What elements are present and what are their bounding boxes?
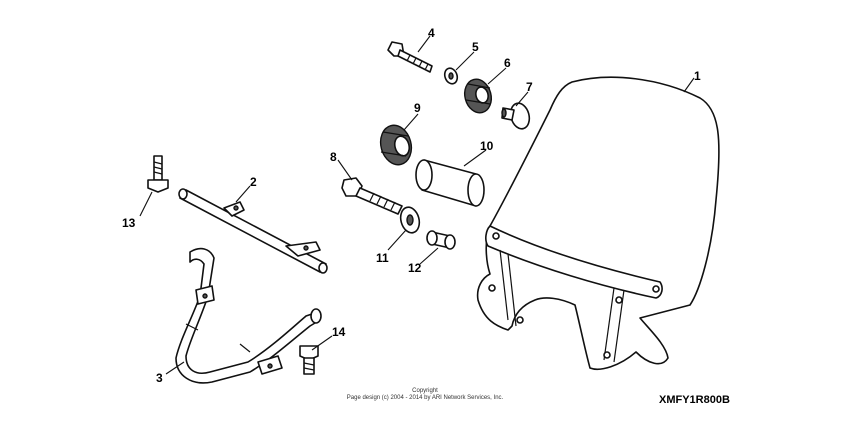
part-washer-upper[interactable] bbox=[443, 66, 460, 85]
part-bolt-upper[interactable] bbox=[387, 41, 433, 73]
callout-12: 12 bbox=[408, 261, 422, 275]
callout-8: 8 bbox=[330, 150, 337, 164]
callout-3: 3 bbox=[156, 371, 163, 385]
callout-5: 5 bbox=[472, 40, 479, 54]
callout-14: 14 bbox=[332, 325, 346, 339]
part-washer-lower[interactable] bbox=[398, 205, 422, 235]
callout-2: 2 bbox=[250, 175, 257, 189]
part-bracket[interactable] bbox=[175, 247, 322, 384]
callout-7: 7 bbox=[526, 80, 533, 94]
callout-11: 11 bbox=[376, 251, 389, 265]
callout-6: 6 bbox=[504, 56, 511, 70]
callout-numbers: 1 2 3 4 5 6 7 8 9 10 11 12 13 14 bbox=[122, 26, 701, 385]
part-well-nut[interactable] bbox=[501, 101, 532, 131]
part-windshield[interactable] bbox=[476, 76, 720, 370]
callout-13: 13 bbox=[122, 216, 136, 230]
part-grommet-middle[interactable] bbox=[376, 122, 415, 168]
part-stay-rod[interactable] bbox=[178, 188, 328, 274]
copyright-label: Copyright bbox=[412, 388, 438, 394]
part-grommet-upper[interactable] bbox=[461, 76, 495, 116]
copyright-notice: Page design (c) 2004 - 2014 by ARI Netwo… bbox=[346, 395, 504, 401]
part-collar-small[interactable] bbox=[426, 230, 456, 250]
callout-9: 9 bbox=[414, 101, 421, 115]
part-collar-large[interactable] bbox=[415, 159, 485, 207]
part-bolt-bracket-lower[interactable] bbox=[299, 345, 319, 375]
leader-lines bbox=[139, 35, 695, 375]
part-bolt-bracket[interactable] bbox=[147, 155, 169, 193]
diagram-code: XMFY1R800B bbox=[659, 394, 730, 406]
part-bolt-lower[interactable] bbox=[341, 177, 403, 215]
callout-1: 1 bbox=[694, 69, 701, 83]
callout-10: 10 bbox=[480, 139, 494, 153]
callout-4: 4 bbox=[428, 26, 435, 40]
